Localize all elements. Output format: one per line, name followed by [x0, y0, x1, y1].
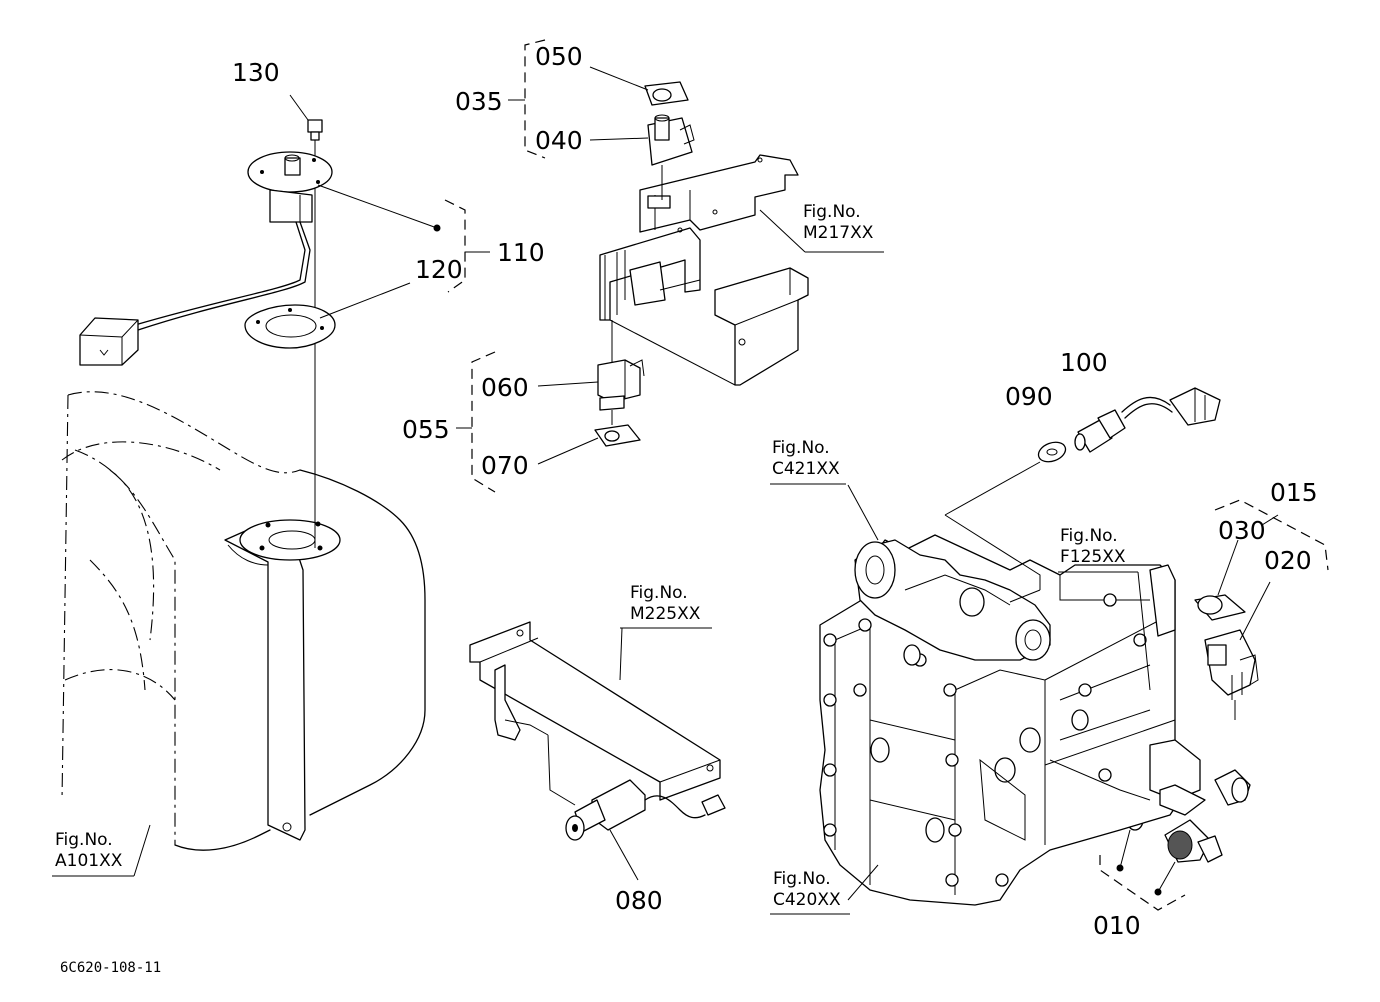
figure-ref-caption: Fig.No.: [803, 202, 861, 222]
figure-ref-c420: Fig.No. C420XX: [773, 869, 841, 911]
figure-ref-m225: Fig.No. M225XX: [630, 583, 700, 625]
bracket-035: [524, 39, 546, 159]
figure-ref-caption: Fig.No.: [772, 438, 830, 458]
switch-assembly-055: [537, 320, 645, 465]
part-label-130: 130: [232, 58, 280, 87]
part-label-070: 070: [481, 451, 529, 480]
part-label-020: 020: [1264, 546, 1312, 575]
part-label-030: 030: [1218, 516, 1266, 545]
figure-ref-a101: Fig.No. A101XX: [55, 830, 122, 872]
part-label-035: 035: [455, 87, 503, 116]
part-label-090: 090: [1005, 382, 1053, 411]
bracket-110: [444, 199, 466, 293]
switch-assembly-035: [589, 66, 695, 200]
figure-ref-caption: Fig.No.: [1060, 526, 1118, 546]
part-label-015: 015: [1270, 478, 1318, 507]
bracket-m225-and-080: [469, 621, 726, 881]
figure-ref-caption: Fig.No.: [55, 830, 113, 850]
figure-ref-code: C421XX: [772, 459, 840, 479]
figure-ref-code: A101XX: [55, 851, 123, 871]
figure-ref-m217: Fig.No. M217XX: [803, 202, 873, 244]
switch-assembly-015: [1194, 499, 1329, 806]
figure-ref-caption: Fig.No.: [630, 583, 688, 603]
leader-a101: [133, 824, 151, 877]
figure-ref-f125: Fig.No. F125XX: [1060, 526, 1126, 568]
part-label-110: 110: [497, 238, 545, 267]
part-label-060: 060: [481, 373, 529, 402]
part-label-010: 010: [1093, 911, 1141, 940]
sensor-100: [944, 387, 1221, 516]
part-label-040: 040: [535, 126, 583, 155]
figure-ref-code: F125XX: [1060, 547, 1126, 567]
fuel-sender-assembly: [79, 94, 441, 548]
figure-ref-code: M225XX: [630, 604, 701, 624]
bracket-055: [471, 351, 496, 493]
part-label-055: 055: [402, 415, 450, 444]
figure-ref-caption: Fig.No.: [773, 869, 831, 889]
figure-ref-c421: Fig.No. C421XX: [772, 438, 840, 480]
transmission-housing: [819, 484, 1206, 906]
part-label-080: 080: [615, 886, 663, 915]
part-label-100: 100: [1060, 348, 1108, 377]
drawing-code: 6C620-108-11: [60, 960, 162, 976]
mounting-frame-m217: [599, 154, 884, 386]
part-label-050: 050: [535, 42, 583, 71]
part-label-120: 120: [415, 255, 463, 284]
figure-ref-code: C420XX: [773, 890, 841, 910]
figure-ref-code: M217XX: [803, 223, 874, 243]
fuel-tank-drawing: [61, 391, 426, 851]
